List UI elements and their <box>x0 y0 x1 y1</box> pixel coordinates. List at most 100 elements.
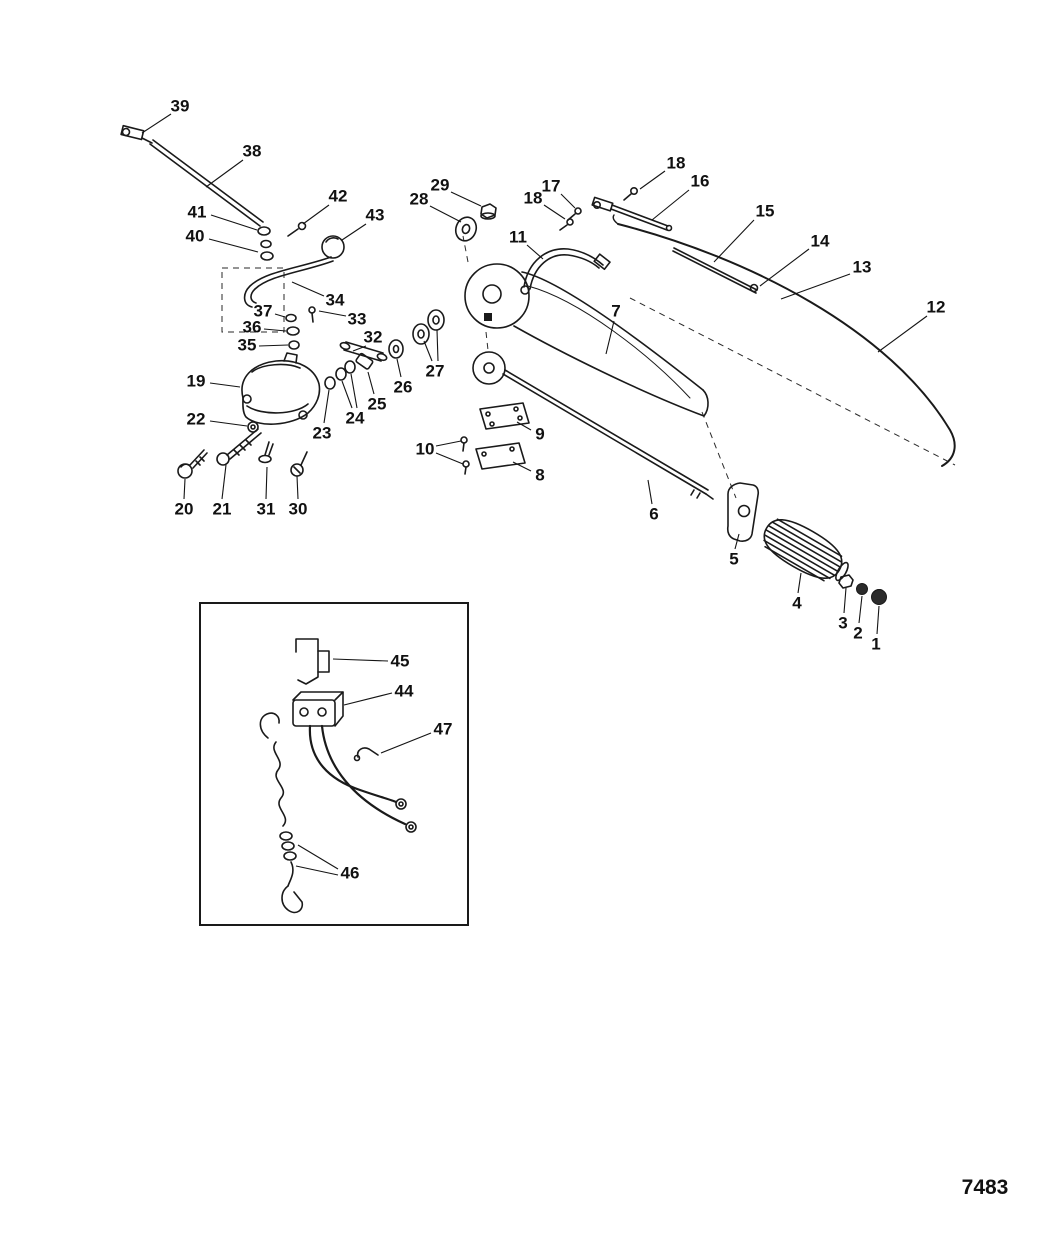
callout-label: 24 <box>346 409 365 428</box>
screw-18-lower-part <box>559 218 574 231</box>
callout-label: 9 <box>535 425 544 444</box>
callout-label: 28 <box>410 190 429 209</box>
callout-label: 41 <box>188 203 207 222</box>
callout-16-11: 16 <box>651 172 709 221</box>
callout-36-21: 36 <box>243 318 287 337</box>
kill-switch-part <box>292 691 344 727</box>
callout-18-10: 18 <box>524 189 566 220</box>
callout-label: 21 <box>213 500 232 519</box>
callout-label: 43 <box>366 206 385 225</box>
callout-4-36: 4 <box>792 572 802 613</box>
callout-18-8: 18 <box>639 154 686 190</box>
leader-line <box>274 313 286 318</box>
callout-label: 15 <box>756 202 775 221</box>
callout-41-3: 41 <box>188 203 258 231</box>
swivel-fitting-part <box>120 124 153 144</box>
screw-18-top-part <box>623 187 638 201</box>
leader-line <box>877 315 928 353</box>
callout-7-17: 7 <box>605 302 621 355</box>
grip-cap-nut-1-part <box>871 589 887 605</box>
callout-label: 37 <box>254 302 273 321</box>
callout-31-42: 31 <box>257 466 275 519</box>
callout-34-18: 34 <box>291 281 345 310</box>
callout-label: 2 <box>853 624 862 643</box>
callout-label: 1 <box>871 635 880 654</box>
callout-17-9: 17 <box>542 177 576 209</box>
pivot-washer-28-part <box>454 216 478 242</box>
mount-screw-20-part <box>177 449 208 479</box>
callout-label: 10 <box>416 440 435 459</box>
callout-32-23: 32 <box>352 328 383 352</box>
callout-layer: 3938424140432928181718161514131211734333… <box>141 97 946 883</box>
leader-line <box>516 421 532 431</box>
callout-label: 32 <box>364 328 383 347</box>
callout-24-27: 24 <box>341 373 365 428</box>
leader-line <box>512 461 532 472</box>
leader-line <box>183 478 186 500</box>
leader-line <box>526 244 544 260</box>
callout-29-6: 29 <box>431 176 482 207</box>
callout-label: 40 <box>186 227 205 246</box>
leader-line <box>295 865 339 876</box>
callout-26-25: 26 <box>394 358 412 397</box>
callout-label: 22 <box>187 410 206 429</box>
leader-line <box>258 344 289 347</box>
callout-label: 45 <box>391 652 410 671</box>
callout-47-46: 47 <box>380 720 452 754</box>
leader-line <box>341 223 367 241</box>
leader-line <box>352 345 367 352</box>
callout-37-20: 37 <box>254 302 286 321</box>
spacer-stack-part <box>324 309 445 390</box>
pivot-nut-29-part <box>480 203 497 220</box>
callout-label: 6 <box>649 505 658 524</box>
screw-30-part <box>290 451 308 477</box>
callout-2-38: 2 <box>853 595 863 643</box>
leader-line <box>367 371 375 395</box>
callout-9-32: 9 <box>516 421 545 444</box>
leader-line <box>858 595 863 624</box>
callout-43-5: 43 <box>341 206 385 241</box>
callout-21-41: 21 <box>213 464 232 519</box>
shift-knob-part <box>321 235 345 259</box>
leader-line <box>205 159 244 188</box>
callout-5-35: 5 <box>729 533 740 569</box>
callout-label: 39 <box>171 97 190 116</box>
callout-15-12: 15 <box>713 202 775 263</box>
grip-nut-3-part <box>838 574 854 589</box>
leader-line <box>797 572 802 594</box>
leader-line <box>332 658 389 662</box>
leader-line <box>291 281 325 297</box>
leader-line <box>423 340 433 362</box>
callout-33-19: 33 <box>318 310 367 329</box>
leader-line <box>209 382 241 388</box>
callout-10-31: 10 <box>416 440 464 465</box>
leader-line <box>350 373 358 409</box>
callout-label: 42 <box>329 187 348 206</box>
leader-line <box>210 214 258 231</box>
tiller-handle-part <box>464 263 709 417</box>
leader-line <box>209 420 248 427</box>
wire-clip-47-part <box>353 747 379 762</box>
gasket-plate-8-part <box>475 442 526 470</box>
leader-line <box>639 170 666 190</box>
leader-line <box>141 113 172 134</box>
link-rod-15-part <box>672 247 758 294</box>
callout-11-16: 11 <box>509 228 544 260</box>
figure-code: 7483 <box>962 1176 1009 1199</box>
screw-42-part <box>287 221 307 237</box>
shift-cable-part <box>520 248 611 295</box>
callout-19-29: 19 <box>187 372 241 391</box>
cable-anchor-fitting-part <box>591 196 614 212</box>
callout-label: 35 <box>238 336 257 355</box>
callout-label: 33 <box>348 310 367 329</box>
callout-38-1: 38 <box>205 142 261 188</box>
leader-line <box>396 358 402 378</box>
callout-label: 12 <box>927 298 946 317</box>
callout-label: 18 <box>667 154 686 173</box>
callout-label: 13 <box>853 258 872 277</box>
leader-line <box>208 238 259 253</box>
callout-label: 7 <box>611 302 620 321</box>
callout-label: 5 <box>729 550 738 569</box>
callout-46-47: 46 <box>295 844 359 883</box>
